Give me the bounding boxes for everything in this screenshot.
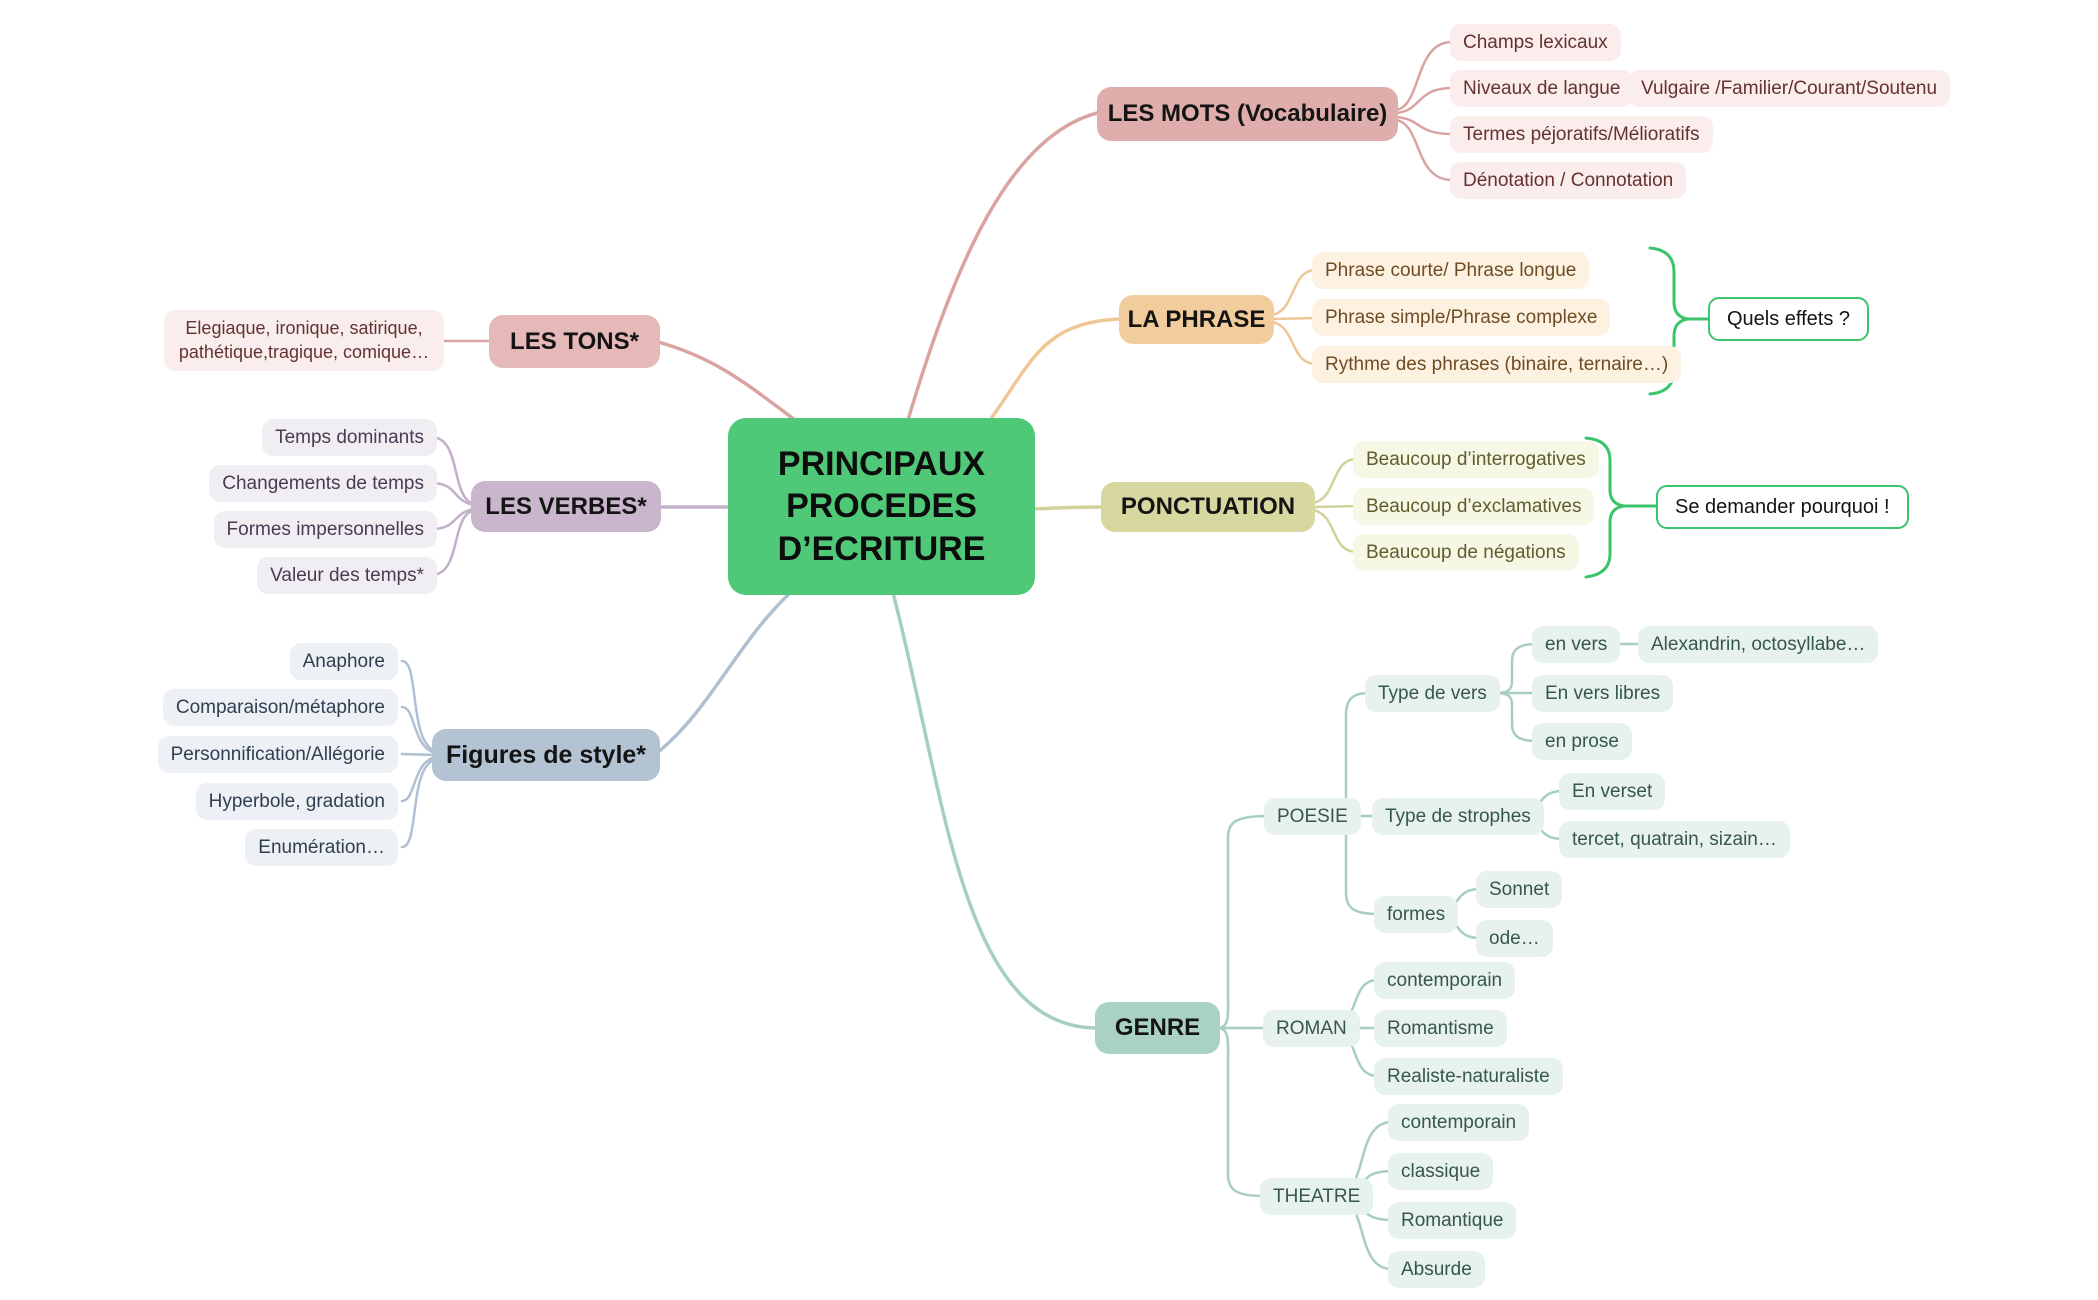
branch-ponctuation[interactable]: PONCTUATION (1101, 482, 1315, 532)
node-tercet-quatrain-sizain[interactable]: tercet, quatrain, sizain… (1559, 821, 1790, 858)
node-beaucoup-interrogatives[interactable]: Beaucoup d’interrogatives (1353, 441, 1599, 478)
connector-center-mots (906, 111, 1099, 422)
connector-center-ponctuation (1028, 505, 1107, 511)
node-ode[interactable]: ode… (1476, 920, 1553, 957)
node-alexandrin-octosyllabe[interactable]: Alexandrin, octosyllabe… (1638, 626, 1879, 663)
connector-center-genre (891, 591, 1099, 1030)
branch-genre[interactable]: GENRE (1095, 1002, 1220, 1054)
node-enumeration[interactable]: Enumération… (245, 829, 398, 866)
node-champs-lexicaux[interactable]: Champs lexicaux (1450, 24, 1621, 61)
central-topic[interactable]: PRINCIPAUX PROCEDES D’ECRITURE (728, 418, 1035, 595)
node-theatre[interactable]: THEATRE (1260, 1178, 1374, 1215)
ponctuation-brace (1584, 436, 1658, 579)
node-type-de-strophes[interactable]: Type de strophes (1372, 798, 1544, 835)
node-formes[interactable]: formes (1374, 896, 1459, 933)
genre-sublinks (1216, 642, 1644, 1271)
node-roman-contemporain[interactable]: contemporain (1374, 962, 1516, 999)
node-realiste-naturaliste[interactable]: Realiste-naturaliste (1374, 1058, 1563, 1095)
node-en-vers[interactable]: en vers (1532, 626, 1621, 663)
node-phrase-simple-complexe[interactable]: Phrase simple/Phrase complexe (1312, 299, 1611, 336)
node-valeur-des-temps[interactable]: Valeur des temps* (257, 557, 437, 594)
node-phrase-courte-longue[interactable]: Phrase courte/ Phrase longue (1312, 252, 1590, 289)
node-niveaux-de-langue[interactable]: Niveaux de langue (1450, 70, 1634, 107)
node-absurde[interactable]: Absurde (1388, 1251, 1485, 1288)
callout-quels-effets[interactable]: Quels effets ? (1708, 297, 1870, 341)
node-theatre-contemporain[interactable]: contemporain (1388, 1104, 1530, 1141)
node-classique[interactable]: classique (1388, 1153, 1494, 1190)
node-comparaison-metaphore[interactable]: Comparaison/métaphore (162, 689, 398, 726)
branch-les-verbes[interactable]: LES VERBES* (471, 481, 661, 532)
node-romantique[interactable]: Romantique (1388, 1202, 1517, 1239)
node-changements-de-temps[interactable]: Changements de temps (209, 465, 437, 502)
verbes-sublinks (429, 435, 476, 577)
node-hyperbole-gradation[interactable]: Hyperbole, gradation (195, 783, 398, 820)
node-vulgaire-familier[interactable]: Vulgaire /Familier/Courant/Soutenu (1628, 70, 1951, 107)
connector-center-tons (656, 340, 797, 422)
node-type-de-vers[interactable]: Type de vers (1365, 675, 1500, 712)
phrase-sublinks (1270, 268, 1318, 366)
ponctuation-sublinks (1311, 457, 1359, 554)
branch-figures-de-style[interactable]: Figures de style* (432, 729, 660, 781)
branch-les-tons[interactable]: LES TONS* (489, 315, 660, 368)
node-en-prose[interactable]: en prose (1532, 723, 1632, 760)
branch-les-mots[interactable]: LES MOTS (Vocabulaire) (1097, 87, 1398, 141)
node-termes-pejoratifs[interactable]: Termes péjoratifs/Mélioratifs (1450, 116, 1713, 153)
node-sonnet[interactable]: Sonnet (1476, 871, 1563, 908)
branch-la-phrase[interactable]: LA PHRASE (1119, 295, 1274, 344)
node-beaucoup-exclamatives[interactable]: Beaucoup d’exclamatives (1353, 488, 1595, 525)
node-roman[interactable]: ROMAN (1263, 1010, 1360, 1047)
node-rythme-des-phrases[interactable]: Rythme des phrases (binaire, ternaire…) (1312, 346, 1682, 383)
node-personnification-allegorie[interactable]: Personnification/Allégorie (157, 736, 398, 773)
node-en-vers-libres[interactable]: En vers libres (1532, 675, 1674, 712)
mots-sublinks (1394, 40, 1634, 182)
node-en-verset[interactable]: En verset (1559, 773, 1666, 810)
connector-center-figures (656, 591, 792, 754)
node-denotation-connotation[interactable]: Dénotation / Connotation (1450, 162, 1687, 199)
node-beaucoup-negations[interactable]: Beaucoup de négations (1353, 534, 1579, 571)
node-anaphore[interactable]: Anaphore (289, 643, 398, 680)
callout-se-demander-pourquoi[interactable]: Se demander pourquoi ! (1656, 485, 1909, 529)
connector-center-phrase (988, 317, 1123, 422)
node-poesie[interactable]: POESIE (1264, 798, 1361, 835)
node-formes-impersonnelles[interactable]: Formes impersonnelles (213, 511, 437, 548)
figures-sublinks (400, 659, 438, 849)
node-temps-dominants[interactable]: Temps dominants (262, 419, 437, 456)
node-tons-liste[interactable]: Elegiaque, ironique, satirique, pathétiq… (164, 310, 444, 371)
node-romantisme[interactable]: Romantisme (1374, 1010, 1507, 1047)
